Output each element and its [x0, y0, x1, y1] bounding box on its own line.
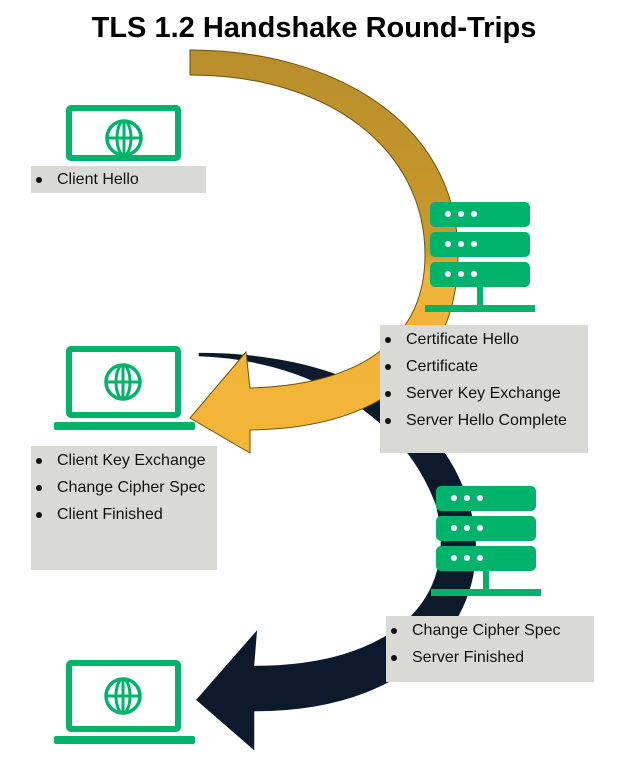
message-item: Certificate Hello [380, 326, 588, 353]
diagram-title: TLS 1.2 Handshake Round-Trips [91, 12, 537, 44]
server-rack-icon-1 [425, 202, 535, 312]
message-item: Server Key Exchange [380, 380, 588, 407]
message-item: Change Cipher Spec [31, 474, 217, 501]
client-laptop-icon-1 [66, 105, 181, 161]
server-finished-box: Change Cipher Spec Server Finished [386, 616, 594, 682]
message-item: Server Hello Complete [380, 407, 588, 434]
message-item: Certificate [380, 353, 588, 380]
message-item: Client Key Exchange [31, 447, 217, 474]
client-laptop-icon-3 [54, 660, 195, 744]
message-item: Client Finished [31, 501, 217, 528]
client-laptop-icon-2 [54, 346, 195, 430]
server-hello-box: Certificate Hello Certificate Server Key… [380, 325, 588, 453]
message-item: Client Hello [31, 166, 206, 193]
server-rack-icon-2 [431, 486, 541, 596]
message-item: Change Cipher Spec [386, 617, 594, 644]
message-item: Server Finished [386, 644, 594, 671]
client-hello-box: Client Hello [31, 166, 206, 193]
client-key-exchange-box: Client Key Exchange Change Cipher Spec C… [31, 446, 217, 570]
